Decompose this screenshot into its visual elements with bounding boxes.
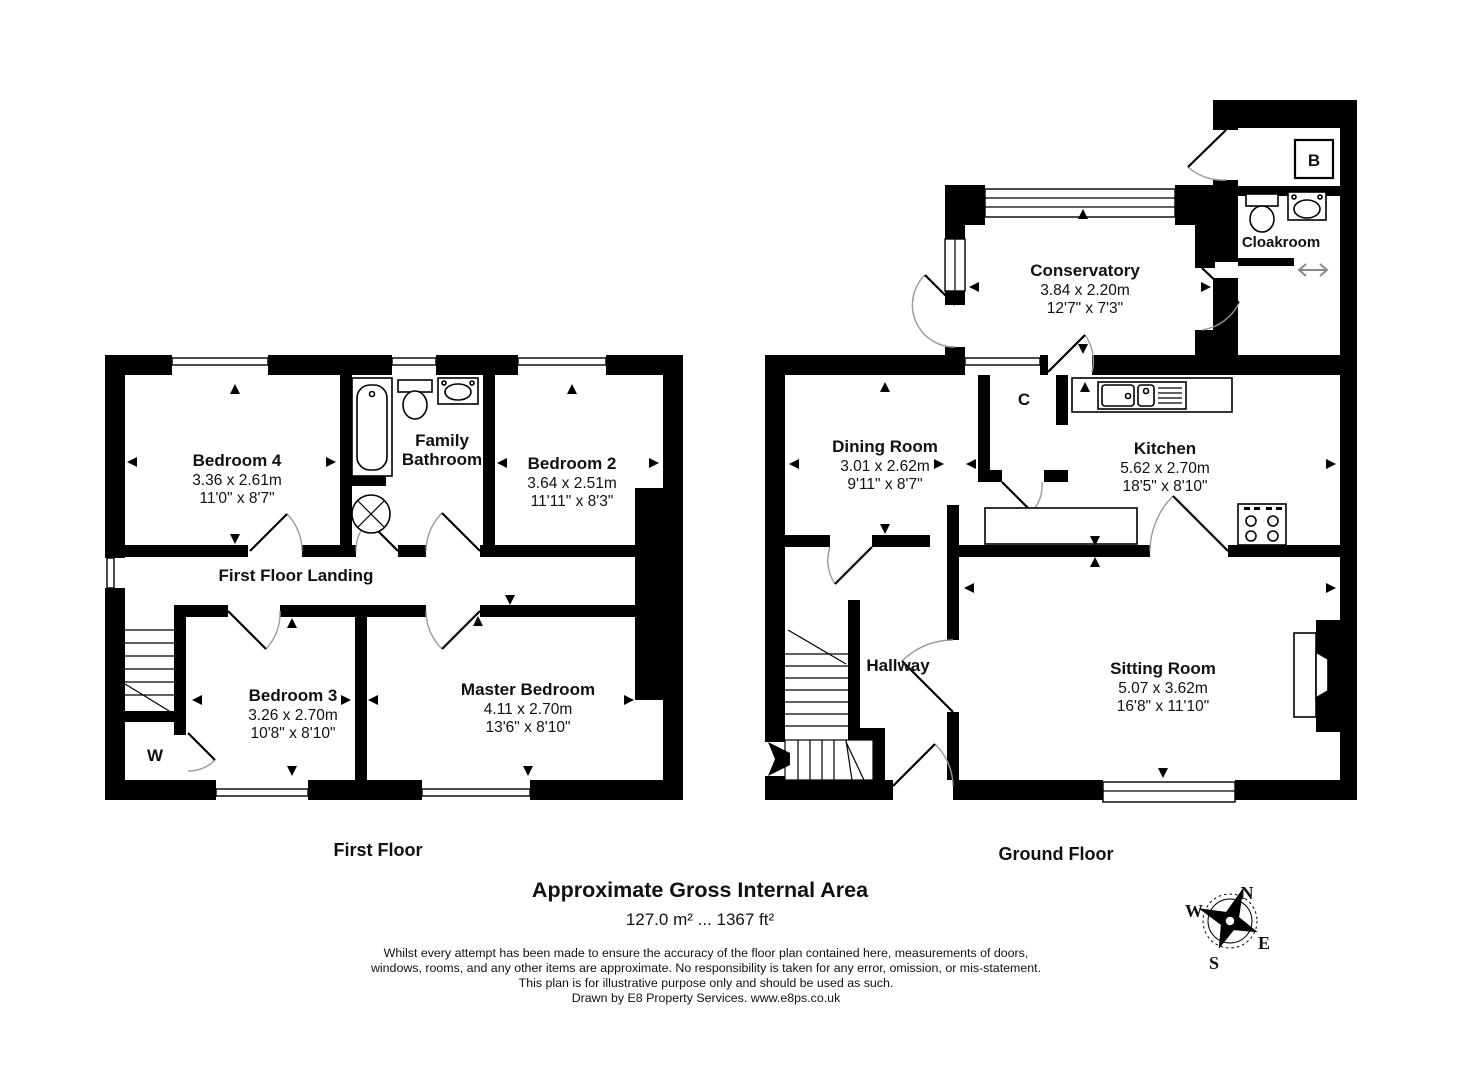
boiler-box [1293,138,1335,180]
kitchen-imperial: 18'5" x 8'10" [1122,478,1207,495]
master-bedroom-imperial: 13'6" x 8'10" [485,719,570,736]
ground-floor-walls [765,100,1357,800]
ground-floor-doors [827,129,1329,787]
compass-east-label: E [1258,933,1270,953]
sliding-door-icon [1297,263,1329,277]
kitchen-name: Kitchen [1134,439,1196,458]
hallway-label: Hallway [866,656,930,675]
cloakroom-sink-icon [1287,191,1327,221]
first-floor-walls [105,355,683,800]
bathroom-name-line1: Family [415,431,469,450]
disclaimer-line-4: Drawn by E8 Property Services. www.e8ps.… [572,991,841,1005]
kitchen-metric: 5.62 x 2.70m [1120,460,1210,477]
bedroom4-name: Bedroom 4 [193,451,282,470]
bedroom2-imperial: 11'11" x 8'3" [531,493,614,510]
compass-west-label: W [1185,901,1203,921]
cupboard-label: C [1018,390,1030,409]
gross-internal-area-value: 127.0 m² ... 1367 ft² [626,910,775,929]
master-bedroom-name: Master Bedroom [461,680,595,699]
compass-north-label: N [1241,883,1254,903]
conservatory-name: Conservatory [1030,261,1140,280]
disclaimer-line-3: This plan is for illustrative purpose on… [519,976,894,990]
disclaimer-line-2: windows, rooms, and any other items are … [370,961,1041,975]
first-floor-label: First Floor [334,840,423,860]
shower-icon [351,494,391,534]
conservatory-imperial: 12'7" x 7'3" [1047,300,1123,317]
wardrobe-label: W [147,746,164,765]
first-floor-stairs [124,629,175,715]
front-entrance-icon [768,742,790,776]
disclaimer-line-1: Whilst every attempt has been made to en… [384,946,1029,960]
sitting-room-imperial: 16'8" x 11'10" [1117,698,1209,715]
compass-south-label: S [1209,953,1219,973]
toilet-icon [397,379,433,420]
cloakroom-name: Cloakroom [1242,234,1320,251]
first-floor-windows [106,357,607,797]
bedroom3-name: Bedroom 3 [249,686,338,705]
ground-floor-stairs [784,629,874,781]
bathtub-icon [351,377,393,477]
kitchen-wall-recess [1322,385,1340,460]
sitting-room-name: Sitting Room [1110,659,1216,678]
conservatory-metric: 3.84 x 2.20m [1040,282,1130,299]
first-floor-doors [187,512,481,772]
compass-star [1198,887,1258,949]
bay-window [1102,781,1236,803]
master-bedroom-metric: 4.11 x 2.70m [484,701,572,718]
dining-room-metric: 3.01 x 2.62m [840,458,930,475]
bedroom3-metric: 3.26 x 2.70m [248,707,338,724]
bedroom4-metric: 3.36 x 2.61m [192,472,282,489]
ground-floor-label: Ground Floor [999,844,1114,864]
bedroom2-metric: 3.64 x 2.51m [527,475,617,492]
first-floor-plan: Bedroom 4 3.36 x 2.61m 11'0" x 8'7" Fami… [105,355,683,800]
ground-floor-windows [944,188,1236,803]
compass-rose: N W E S [1185,883,1270,973]
sink-icon [437,377,479,405]
kitchen-sink-icon [1097,381,1187,410]
landing-label: First Floor Landing [219,566,374,585]
boiler-label: B [1308,151,1320,170]
bedroom4-imperial: 11'0" x 8'7" [199,490,274,507]
sitting-room-metric: 5.07 x 3.62m [1118,680,1208,697]
ground-floor-plan: Dining Room 3.01 x 2.62m 9'11" x 8'7" Ki… [765,100,1357,803]
bedroom3-imperial: 10'8" x 8'10" [250,725,335,742]
fireplace-icon [1293,632,1329,718]
dining-room-imperial: 9'11" x 8'7" [847,476,922,493]
dining-room-name: Dining Room [832,437,938,456]
bedroom2-name: Bedroom 2 [528,454,617,473]
bathroom-name-line2: Bathroom [402,450,482,469]
measure-arrows-first [127,384,659,776]
hob-icon [1237,503,1287,546]
gross-internal-area-title: Approximate Gross Internal Area [532,878,869,902]
cloakroom-toilet-icon [1245,193,1279,233]
kitchen-counter-bottom [984,507,1138,545]
